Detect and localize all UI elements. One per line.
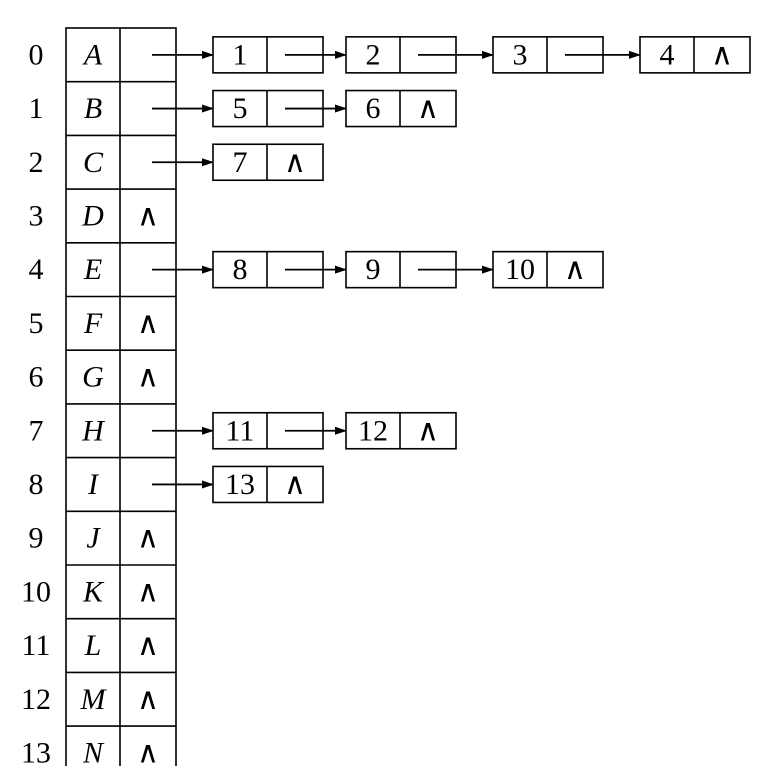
vertex-name-cell: B [84,92,102,125]
null-pointer-symbol: ∧ [137,629,159,662]
edge-node-value: 10 [505,253,535,286]
vertex-index-label: 9 [29,522,44,555]
vertex-name-cell: M [80,683,108,716]
edge-node-value: 13 [225,468,255,501]
null-pointer-symbol: ∧ [137,522,159,555]
edge-node-value: 8 [233,253,248,286]
edge-node: 6∧ [345,89,457,128]
edge-node-value: 7 [233,146,248,179]
vertex-index-label: 1 [29,92,44,125]
vertex-name-cell: G [82,361,104,394]
vertex-name-cell: J [86,522,101,555]
vertex-index-label: 8 [29,468,44,501]
vertex-index-label: 6 [29,361,44,394]
null-pointer-symbol: ∧ [284,146,306,179]
edge-node: 12 ∧ [345,411,457,450]
edge-node-box [345,89,457,128]
vertex-table-frame [65,27,177,766]
vertex-index-label: 3 [29,199,44,232]
edge-node-box [212,143,324,182]
edge-node-box [639,36,751,74]
vertex-name-cell: N [82,736,105,766]
edge-node: 7∧ [212,143,324,182]
edge-node-value: 11 [226,414,255,447]
vertex-index-label: 12 [21,683,51,716]
edge-node-value: 6 [366,92,381,125]
vertex-name-cell: K [82,575,105,608]
vertex-name-cell: H [81,414,106,447]
null-pointer-symbol: ∧ [284,468,306,501]
edge-node-value: 12 [358,414,388,447]
edge-node: 11 [212,411,324,450]
edge-node-box [492,250,604,289]
null-pointer-symbol: ∧ [137,307,159,340]
vertex-index-label: 11 [22,629,51,662]
vertex-name-cell: E [83,253,102,286]
vertex-index-label: 4 [29,253,44,286]
edge-node: 10 ∧ [492,250,604,289]
vertex-name-cell: A [82,38,103,71]
vertex-name-cell: F [83,307,103,340]
edge-node-value: 3 [513,38,528,71]
vertex-name-cell: I [87,468,100,501]
edge-node-value: 4 [660,38,675,71]
null-pointer-symbol: ∧ [417,414,439,447]
null-pointer-symbol: ∧ [137,683,159,716]
vertex-name-cell: D [81,199,104,232]
vertex-index-label: 7 [29,414,44,447]
edge-node-value: 9 [366,253,381,286]
edge-node-value: 2 [366,38,381,71]
null-pointer-symbol: ∧ [711,38,733,71]
edge-node-value: 5 [233,92,248,125]
edge-node-value: 1 [233,38,248,71]
null-pointer-symbol: ∧ [137,361,159,394]
null-pointer-symbol: ∧ [564,253,586,286]
edge-node-box [212,465,324,504]
edge-node: 1 [212,36,324,74]
vertex-name-cell: C [83,146,104,179]
vertex-index-label: 13 [21,736,51,766]
vertex-index-label: 5 [29,307,44,340]
vertex-name-cell: L [84,629,102,662]
edge-node: 3 [492,36,604,74]
null-pointer-symbol: ∧ [137,736,159,766]
null-pointer-symbol: ∧ [137,199,159,232]
edge-node-box [345,411,457,450]
vertex-index-label: 10 [21,575,51,608]
vertex-index-label: 0 [29,38,44,71]
edge-node: 13 ∧ [212,465,324,504]
null-pointer-symbol: ∧ [137,575,159,608]
null-pointer-symbol: ∧ [417,92,439,125]
edge-node: 4∧ [639,36,751,74]
vertex-table: 0 A 1 B 2 C 3 D ∧ 4 E 5 F ∧ 6 G ∧ 7 H 8 I 9 J ∧ 10 K ∧ 11 L ∧ 12 M ∧ 13 N ∧ [21,27,177,766]
vertex-index-label: 2 [29,146,44,179]
